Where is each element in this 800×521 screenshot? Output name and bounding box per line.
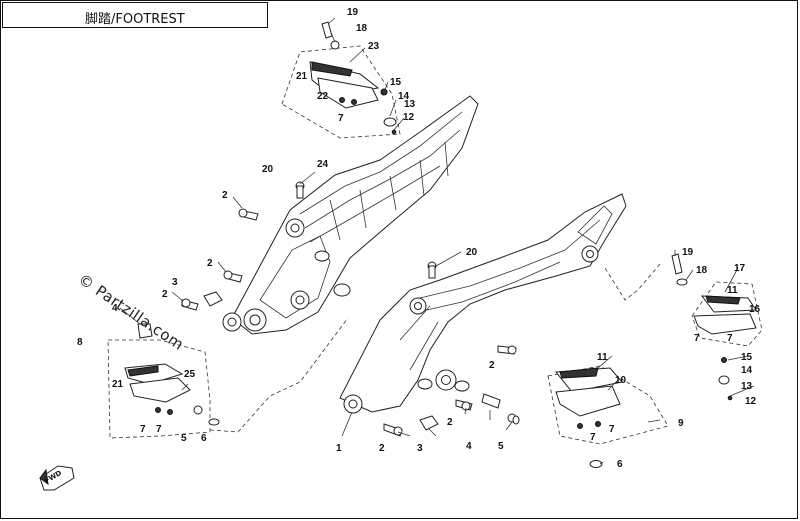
callout-label: 7 [156, 424, 162, 435]
callout-label: 7 [727, 333, 733, 344]
lower-footpeg-assembly [547, 365, 669, 468]
callout-label: 1 [336, 443, 342, 454]
left-footpeg-assembly [107, 317, 349, 439]
callout-label: 20 [466, 247, 478, 258]
callout-label: 2 [447, 417, 453, 428]
callout-label: 15 [741, 352, 753, 363]
callout-label: 12 [403, 112, 415, 123]
callout-label: 2 [222, 190, 228, 201]
callout-label: 4 [112, 303, 118, 314]
callout-label: 7 [694, 333, 700, 344]
title-box: 脚踏/FOOTREST [2, 2, 268, 28]
callout-label: 7 [609, 424, 615, 435]
callout-label: 21 [296, 71, 308, 82]
callout-label: 3 [172, 277, 178, 288]
fwd-arrow-icon [39, 465, 75, 491]
callout-label: 25 [184, 369, 196, 380]
diagram-title: 脚踏/FOOTREST [85, 12, 185, 27]
callout-label: 5 [181, 433, 187, 444]
right-footpeg-assembly [604, 253, 763, 401]
callout-label: 13 [741, 381, 753, 392]
callout-label: 2 [489, 360, 495, 371]
callout-label: 23 [368, 41, 380, 52]
callout-label: 14 [741, 365, 753, 376]
right-footrest-bracket [339, 193, 627, 414]
callout-label: 19 [682, 247, 694, 258]
callout-label: 6 [617, 459, 623, 470]
callout-label: 4 [466, 441, 472, 452]
callout-label: 7 [338, 113, 344, 124]
callout-label: 7 [140, 424, 146, 435]
callout-label: 3 [417, 443, 423, 454]
callout-label: 10 [615, 375, 627, 386]
callout-label: 21 [112, 379, 124, 390]
callout-label: 7 [590, 432, 596, 443]
callout-label: 16 [749, 304, 761, 315]
leader-lines [119, 17, 755, 465]
callout-label: 2 [379, 443, 385, 454]
callout-label: 18 [356, 23, 368, 34]
callout-label: 13 [404, 99, 416, 110]
callout-label: 18 [696, 265, 708, 276]
callout-label: 2 [207, 258, 213, 269]
callout-label: 12 [745, 396, 757, 407]
callout-label: 11 [597, 352, 608, 363]
part-number-labels: 19 18 23 21 15 14 22 7 13 12 24 20 2 2 3… [77, 7, 761, 470]
callout-label: 24 [317, 159, 329, 170]
callout-label: 2 [162, 289, 168, 300]
callout-label: 19 [347, 7, 359, 18]
callout-label: 14 [398, 91, 410, 102]
callout-label: 20 [262, 164, 274, 175]
hardware [181, 181, 520, 437]
upper-footpeg-assembly [281, 21, 401, 139]
callout-label: 6 [201, 433, 207, 444]
callout-label: 11 [727, 285, 738, 296]
left-footrest-bracket [222, 95, 479, 335]
callout-label: 5 [498, 441, 504, 452]
callout-label: 17 [734, 263, 746, 274]
callout-label: 9 [678, 418, 684, 429]
callout-label: 8 [77, 337, 83, 348]
callout-label: 15 [390, 77, 402, 88]
callout-label: 22 [317, 91, 329, 102]
